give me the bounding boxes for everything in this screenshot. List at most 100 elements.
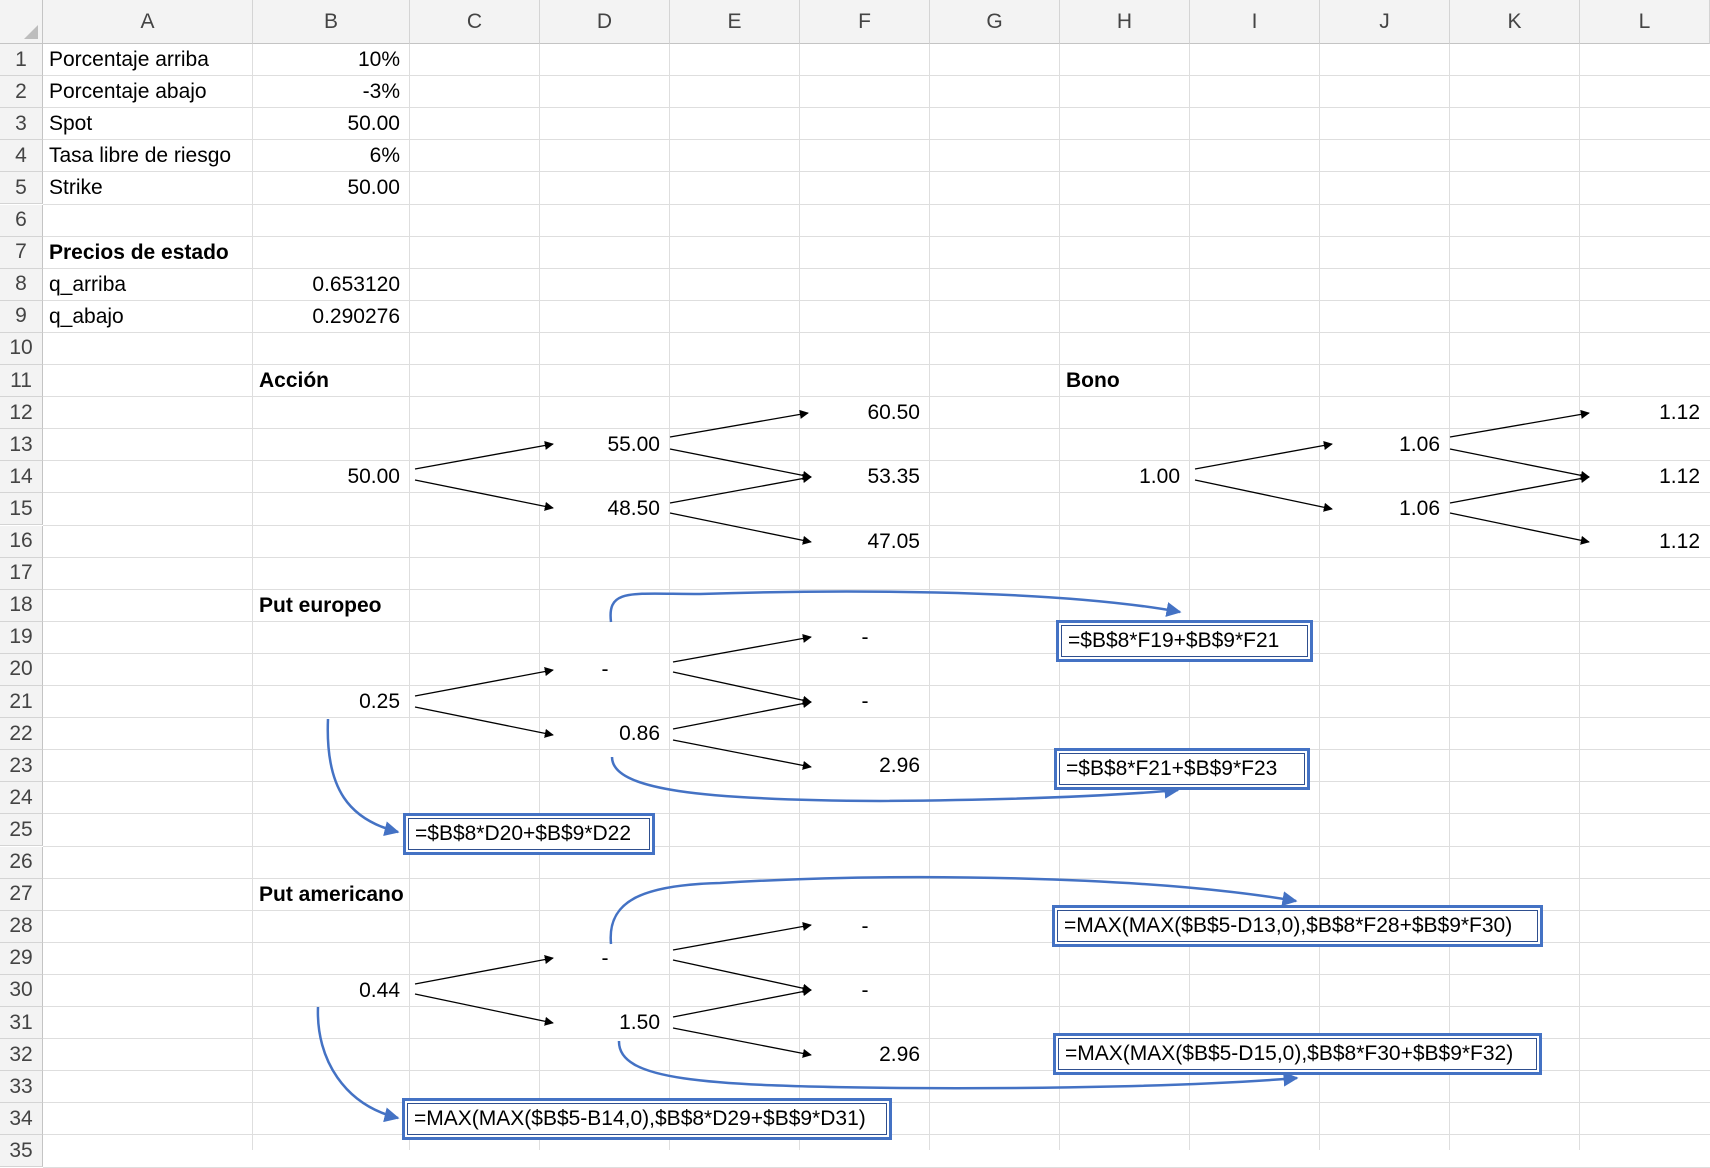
- cell-a1[interactable]: Porcentaje arriba: [49, 48, 209, 71]
- row-header-24[interactable]: 24: [0, 782, 43, 815]
- row-header-32[interactable]: 32: [0, 1039, 43, 1072]
- row-header-2[interactable]: 2: [0, 76, 43, 109]
- column-header-c[interactable]: C: [410, 0, 540, 44]
- arrow-j13-l14: [1449, 448, 1590, 480]
- column-header-h[interactable]: H: [1060, 0, 1190, 44]
- formula-callout-d20[interactable]: =$B$8*D20+$B$9*D22: [403, 813, 655, 855]
- column-header-b[interactable]: B: [253, 0, 410, 44]
- column-header-l[interactable]: L: [1580, 0, 1710, 44]
- column-header-j[interactable]: J: [1320, 0, 1450, 44]
- cell-a9[interactable]: q_abajo: [49, 304, 124, 328]
- cell-l12[interactable]: 1.12: [1659, 401, 1700, 425]
- row-header-22[interactable]: 22: [0, 718, 43, 751]
- column-header-f[interactable]: F: [800, 0, 930, 44]
- cell-d29[interactable]: -: [601, 946, 609, 970]
- cell-d31[interactable]: 1.50: [619, 1011, 660, 1034]
- row-header-20[interactable]: 20: [0, 653, 43, 686]
- column-header-a[interactable]: A: [43, 0, 253, 44]
- row-header-5[interactable]: 5: [0, 172, 43, 205]
- cell-b3[interactable]: 50.00: [347, 112, 400, 136]
- column-header-g[interactable]: G: [930, 0, 1060, 44]
- cell-f12[interactable]: 60.50: [867, 401, 920, 425]
- row-header-13[interactable]: 13: [0, 429, 43, 462]
- row-header-10[interactable]: 10: [0, 332, 43, 365]
- row-header-16[interactable]: 16: [0, 525, 43, 558]
- cell-f19[interactable]: -: [861, 625, 869, 649]
- row-header-14[interactable]: 14: [0, 461, 43, 494]
- cell-f21[interactable]: -: [861, 690, 869, 713]
- row-header-30[interactable]: 30: [0, 974, 43, 1007]
- row-header-8[interactable]: 8: [0, 268, 43, 301]
- column-header-k[interactable]: K: [1450, 0, 1580, 44]
- select-all-corner[interactable]: [0, 0, 43, 44]
- row-header-34[interactable]: 34: [0, 1103, 43, 1136]
- row-header-25[interactable]: 25: [0, 814, 43, 847]
- cell-d13[interactable]: 55.00: [607, 433, 660, 457]
- formula-callout-f19[interactable]: =$B$8*F19+$B$9*F21: [1056, 620, 1313, 662]
- row-header-19[interactable]: 19: [0, 621, 43, 654]
- cell-f23[interactable]: 2.96: [879, 754, 920, 778]
- row-header-7[interactable]: 7: [0, 236, 43, 269]
- cell-l16[interactable]: 1.12: [1659, 529, 1700, 553]
- cell-b5[interactable]: 50.00: [347, 176, 400, 200]
- row-header-12[interactable]: 12: [0, 397, 43, 430]
- row-header-33[interactable]: 33: [0, 1071, 43, 1104]
- arrow-d15-f16: [669, 512, 812, 545]
- row-header-23[interactable]: 23: [0, 750, 43, 783]
- cell-b30[interactable]: 0.44: [359, 978, 400, 1002]
- row-header-29[interactable]: 29: [0, 942, 43, 975]
- cell-f28[interactable]: -: [861, 914, 869, 938]
- row-header-18[interactable]: 18: [0, 589, 43, 622]
- column-header-e[interactable]: E: [670, 0, 800, 44]
- column-header-i[interactable]: I: [1190, 0, 1320, 44]
- row-header-1[interactable]: 1: [0, 44, 43, 77]
- cell-a3[interactable]: Spot: [49, 112, 93, 136]
- row-header-28[interactable]: 28: [0, 910, 43, 943]
- cell-b14[interactable]: 50.00: [347, 465, 400, 489]
- cell-a5[interactable]: Strike: [49, 176, 103, 200]
- row-header-15[interactable]: 15: [0, 493, 43, 526]
- cell-b4[interactable]: 6%: [369, 144, 400, 168]
- cell-d22[interactable]: 0.86: [619, 722, 660, 746]
- row-header-4[interactable]: 4: [0, 140, 43, 173]
- cell-f32[interactable]: 2.96: [879, 1043, 920, 1067]
- formula-callout-b14[interactable]: =MAX(MAX($B$5-B14,0),$B$8*D29+$B$9*D31): [402, 1098, 892, 1140]
- column-header-d[interactable]: D: [540, 0, 670, 44]
- cell-j15[interactable]: 1.06: [1399, 497, 1440, 521]
- cell-b18[interactable]: Put europeo: [259, 593, 382, 617]
- row-header-11[interactable]: 11: [0, 365, 43, 398]
- cell-h14[interactable]: 1.00: [1139, 465, 1180, 489]
- cell-d15[interactable]: 48.50: [607, 497, 660, 521]
- cell-b9[interactable]: 0.290276: [312, 304, 400, 328]
- cell-a4[interactable]: Tasa libre de riesgo: [49, 144, 232, 168]
- row-header-17[interactable]: 17: [0, 557, 43, 590]
- cell-a2[interactable]: Porcentaje abajo: [49, 80, 207, 104]
- row-header-21[interactable]: 21: [0, 686, 43, 719]
- formula-callout-f32[interactable]: =MAX(MAX($B$5-D15,0),$B$8*F30+$B$9*F32): [1053, 1033, 1542, 1075]
- row-header-31[interactable]: 31: [0, 1007, 43, 1040]
- row-header-6[interactable]: 6: [0, 204, 43, 237]
- cell-b8[interactable]: 0.653120: [312, 272, 400, 296]
- cell-f16[interactable]: 47.05: [867, 529, 920, 553]
- formula-callout-f23[interactable]: =$B$8*F21+$B$9*F23: [1054, 748, 1310, 790]
- cell-j13[interactable]: 1.06: [1399, 433, 1440, 457]
- cell-l14[interactable]: 1.12: [1659, 465, 1700, 489]
- cell-b11[interactable]: Acción: [259, 369, 330, 392]
- cell-a7[interactable]: Precios de estado: [49, 240, 229, 264]
- formula-callout-f28[interactable]: =MAX(MAX($B$5-D13,0),$B$8*F28+$B$9*F30): [1052, 905, 1543, 947]
- cell-b2[interactable]: -3%: [362, 80, 400, 104]
- cell-f14[interactable]: 53.35: [867, 465, 920, 489]
- cell-a8[interactable]: q_arriba: [49, 272, 127, 296]
- cell-b1[interactable]: 10%: [357, 48, 400, 71]
- cell-b21[interactable]: 0.25: [359, 690, 400, 713]
- cell-f30[interactable]: -: [861, 978, 869, 1002]
- row-header-3[interactable]: 3: [0, 108, 43, 141]
- row-header-9[interactable]: 9: [0, 300, 43, 333]
- cell-d20[interactable]: -: [601, 657, 609, 681]
- cell-h11[interactable]: Bono: [1066, 369, 1120, 392]
- callout-arrow-d20: [609, 590, 1182, 623]
- row-header-26[interactable]: 26: [0, 846, 43, 879]
- cell-b27[interactable]: Put americano: [259, 882, 404, 906]
- row-header-27[interactable]: 27: [0, 878, 43, 911]
